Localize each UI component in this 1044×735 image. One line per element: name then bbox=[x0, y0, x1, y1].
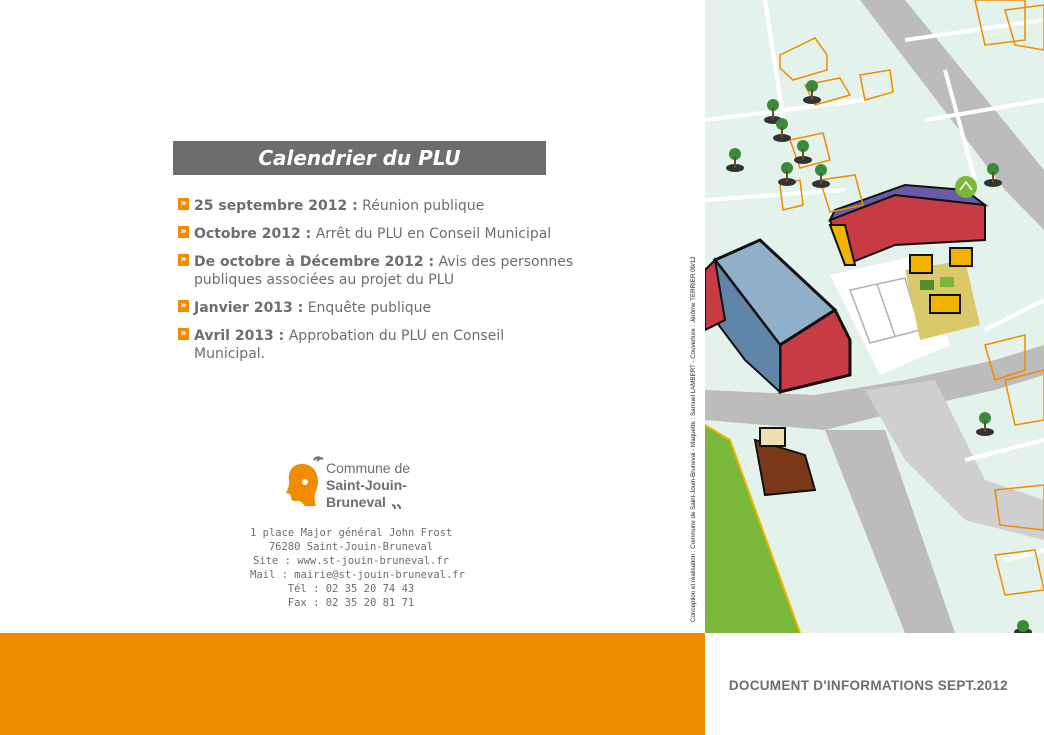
logo-line-1: Commune de bbox=[326, 460, 411, 476]
document-info: DOCUMENT D'INFORMATIONS SEPT.2012 bbox=[728, 678, 1008, 693]
calendar-item: » Avril 2013 : Approbation du PLU en Cons… bbox=[178, 327, 578, 363]
commune-logo-text: Commune de Saint-Jouin- Bruneval bbox=[326, 460, 410, 511]
credits-text: Conception et réalisation : Commune de S… bbox=[690, 256, 697, 622]
address-city: 76280 Saint-Jouin-Bruneval bbox=[268, 541, 434, 553]
chevron-right-icon: » bbox=[178, 198, 189, 210]
calendar-list: » 25 septembre 2012 : Réunion publique » O… bbox=[178, 197, 578, 373]
calendar-item-text: Avis des personnes publiques associées a… bbox=[194, 254, 574, 288]
chevron-right-icon: » bbox=[178, 328, 189, 340]
calendar-item-date: Avril 2013 : bbox=[194, 328, 285, 344]
address-fax: Fax : 02 35 20 81 71 bbox=[287, 597, 415, 609]
address-tel: Tél : 02 35 20 74 43 bbox=[287, 583, 415, 595]
tree-icon bbox=[726, 80, 1032, 633]
map-illustration-svg bbox=[705, 0, 1044, 633]
calendar-item-text: Enquête publique bbox=[303, 300, 432, 316]
calendar-item-text: Arrêt du PLU en Conseil Municipal bbox=[311, 226, 552, 242]
chevron-right-icon: » bbox=[178, 226, 189, 238]
calendar-item-text: Approbation du PLU en Conseil Municipal. bbox=[194, 328, 505, 362]
calendar-item-date: De octobre à Décembre 2012 : bbox=[194, 254, 435, 270]
calendar-item-date: Janvier 2013 : bbox=[194, 300, 304, 316]
calendar-title: Calendrier du PLU bbox=[173, 141, 546, 175]
calendar-item: » Janvier 2013 : Enquête publique bbox=[178, 299, 578, 317]
address-block: 1 place Major général John Frost 76280 S… bbox=[250, 526, 465, 610]
calendar-item-text: Réunion publique bbox=[357, 198, 485, 214]
calendar-item: » 25 septembre 2012 : Réunion publique bbox=[178, 197, 578, 215]
footer-right: DOCUMENT D'INFORMATIONS SEPT.2012 bbox=[705, 633, 1044, 735]
chevron-right-icon: » bbox=[178, 254, 189, 266]
logo-line-3: Bruneval bbox=[326, 494, 386, 510]
orange-band bbox=[0, 633, 705, 735]
address-mail[interactable]: Mail : mairie@st-jouin-bruneval.fr bbox=[250, 569, 465, 581]
chevron-right-icon: » bbox=[178, 300, 189, 312]
calendar-item-date: Octobre 2012 : bbox=[194, 226, 312, 242]
calendar-item: » Octobre 2012 : Arrêt du PLU en Conseil … bbox=[178, 225, 578, 243]
address-site[interactable]: Site : www.st-jouin-bruneval.fr bbox=[253, 555, 449, 567]
commune-logo-icon bbox=[286, 456, 324, 506]
map-illustration bbox=[705, 0, 1044, 633]
calendar-item-date: 25 septembre 2012 : bbox=[194, 198, 358, 214]
address-street: 1 place Major général John Frost bbox=[250, 527, 453, 539]
quote-icon bbox=[391, 504, 401, 510]
logo-line-2: Saint-Jouin- bbox=[326, 477, 407, 493]
calendar-item: » De octobre à Décembre 2012 : Avis des p… bbox=[178, 253, 578, 289]
left-panel: Calendrier du PLU » 25 septembre 2012 : R… bbox=[173, 141, 578, 610]
commune-logo: Commune de Saint-Jouin- Bruneval bbox=[284, 452, 424, 514]
